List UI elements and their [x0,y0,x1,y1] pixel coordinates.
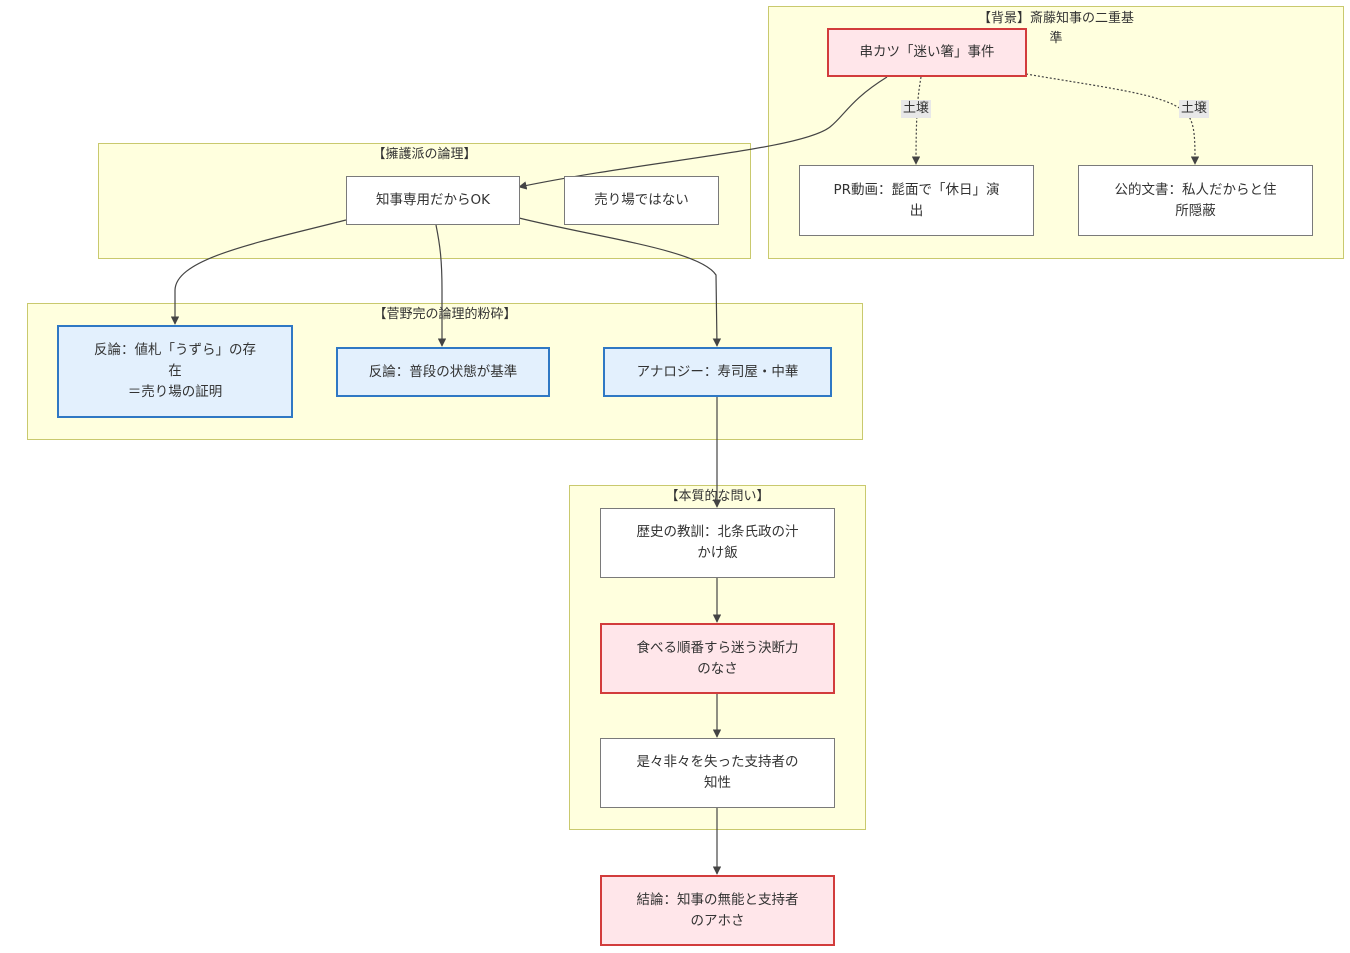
node-not-store[interactable]: 売り場ではない [564,176,719,225]
node-governor-only[interactable]: 知事専用だからOK [346,176,520,225]
cluster-essence-title: 【本質的な問い】 [665,489,770,504]
node-counter-price[interactable]: 反論：値札「うずら」の存 在 ＝売り場の証明 [57,325,293,418]
edge-label-incident-to-doc: 土壌 [1179,100,1210,118]
node-counter-normal[interactable]: 反論：普段の状態が基準 [336,347,550,397]
node-incident[interactable]: 串カツ「迷い箸」事件 [827,28,1027,77]
edge-label-incident-to-pr: 土壌 [901,100,932,118]
cluster-background-title: 【背景】斎藤知事の二重基 準 [977,11,1134,46]
cluster-defense-title: 【擁護派の論理】 [372,147,477,162]
cluster-refute-title: 【菅野完の論理的粉砕】 [373,307,517,322]
node-indecision[interactable]: 食べる順番すら迷う決断力 のなさ [600,623,835,694]
node-analogy[interactable]: アナロジー：寿司屋・中華 [603,347,832,397]
node-history[interactable]: 歴史の教訓：北条氏政の汁 かけ飯 [600,508,835,578]
node-public-doc[interactable]: 公的文書：私人だからと住 所隠蔽 [1078,165,1313,236]
node-pr-video[interactable]: PR動画：髭面で「休日」演 出 [799,165,1034,236]
node-supporters[interactable]: 是々非々を失った支持者の 知性 [600,738,835,808]
node-conclusion[interactable]: 結論：知事の無能と支持者 のアホさ [600,875,835,946]
